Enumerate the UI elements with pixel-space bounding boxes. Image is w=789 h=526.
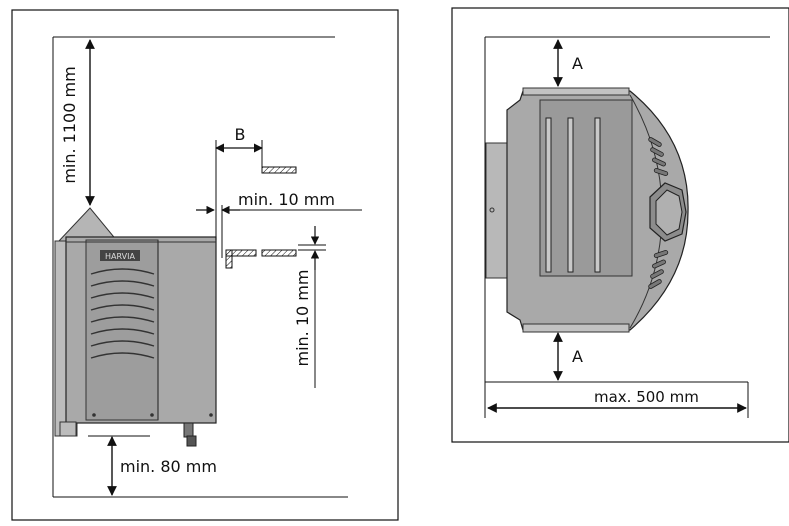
dimension-top-label: min. 1100 mm: [60, 66, 79, 183]
heater-top-view: [485, 87, 689, 333]
dimension-width-label: max. 500 mm: [594, 388, 699, 406]
dimension-bottom-label: min. 80 mm: [120, 457, 217, 476]
heater-logo: [100, 250, 140, 261]
dimension-a-top-label: A: [572, 54, 583, 73]
gap-side-label: min. 10 mm: [238, 190, 335, 209]
heater-vents: [90, 268, 155, 359]
top-view-panel: A: [451, 7, 789, 443]
gap-vertical-label: min. 10 mm: [293, 270, 312, 367]
top-view-vents: [648, 137, 669, 289]
rail-lower-right: [261, 249, 297, 257]
heater-logo-text: HARVIA: [105, 252, 135, 261]
power-connector: [183, 422, 194, 438]
shelf-upper: [261, 166, 297, 174]
dimension-a-bottom-label: A: [572, 347, 583, 366]
side-view-panel: min. 1100 mm HARVIA: [11, 9, 399, 521]
dimension-b-label: B: [235, 125, 246, 144]
heater-side-view: HARVIA: [54, 207, 217, 447]
